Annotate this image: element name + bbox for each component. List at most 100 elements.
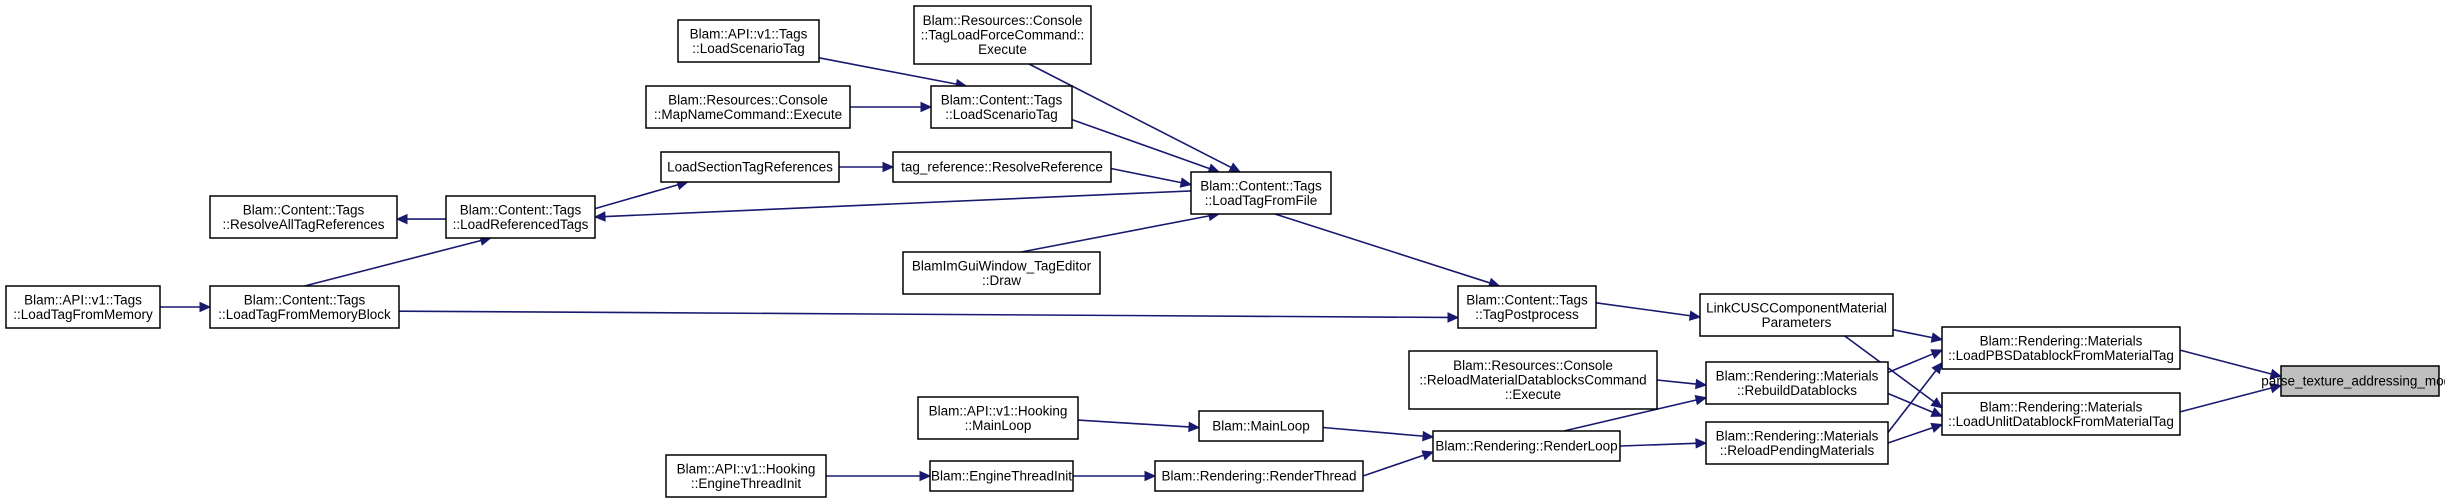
node-label: Blam::EngineThreadInit (931, 469, 1072, 484)
call-edge-rebuild-to-pbs (1887, 349, 1944, 374)
node-label: ::LoadTagFromMemory (13, 307, 153, 322)
call-edge-referenced-to-section (594, 179, 689, 210)
node-apifrommem[interactable]: Blam::API::v1::Tags::LoadTagFromMemory (5, 285, 161, 329)
call-edge-fromfile-to-referenced (593, 190, 1192, 222)
node-label: Blam::API::v1::Tags (690, 26, 808, 41)
node-label: Blam::MainLoop (1212, 419, 1310, 434)
node-frommemblock[interactable]: Blam::Content::Tags::LoadTagFromMemoryBl… (209, 285, 400, 329)
node-forcecmd[interactable]: Blam::Resources::Console::TagLoadForceCo… (913, 5, 1092, 65)
call-edge-apimainloop-to-mainloop (1077, 419, 1201, 433)
node-section[interactable]: LoadSectionTagReferences (660, 151, 840, 183)
call-edge-renderloop-to-reload (1619, 438, 1708, 449)
call-edge-pbs-to-parse (2179, 349, 2283, 379)
call-edge-imgui-to-fromfile (1021, 210, 1221, 253)
node-label: Blam::Rendering::Materials (1980, 333, 2143, 348)
node-reloadcmd[interactable]: Blam::Resources::Console::ReloadMaterial… (1408, 350, 1658, 410)
call-edge-referenced-to-resolveall (395, 213, 446, 225)
node-label: Blam::Content::Tags (1200, 178, 1322, 193)
node-label: Blam::Rendering::Materials (1716, 428, 1879, 443)
node-mapname[interactable]: Blam::Resources::Console::MapNameCommand… (645, 85, 851, 129)
node-imgui[interactable]: BlamImGuiWindow_TagEditor::Draw (902, 251, 1101, 295)
call-edge-reload-to-unlit (1887, 422, 1944, 444)
node-label: Blam::API::v1::Hooking (929, 403, 1068, 418)
node-label: ::LoadScenarioTag (945, 107, 1058, 122)
node-apiscenario[interactable]: Blam::API::v1::Tags::LoadScenarioTag (677, 19, 820, 63)
node-label: LoadSectionTagReferences (667, 160, 833, 175)
node-label: Blam::Content::Tags (460, 202, 582, 217)
node-label: ::LoadReferencedTags (453, 217, 589, 232)
call-edge-fromfile-to-postprocess (1274, 213, 1501, 288)
node-label: ::Draw (982, 273, 1021, 288)
node-label: BlamImGuiWindow_TagEditor (912, 258, 1092, 273)
node-label: parse_texture_addressing_mode (2261, 374, 2445, 389)
node-label: ::LoadUnlitDatablockFromMaterialTag (1948, 414, 2174, 429)
node-label: Blam::Content::Tags (941, 92, 1063, 107)
node-label: ::TagPostprocess (1475, 307, 1579, 322)
call-edge-threadinit-to-renderthread (1073, 470, 1157, 482)
call-edge-linkcus-to-unlit (1844, 335, 1943, 409)
call-edge-mapname-to-scenariotag (850, 101, 933, 113)
node-label: ::ResolveAllTagReferences (222, 217, 384, 232)
node-label: Blam::Resources::Console (1453, 358, 1613, 373)
node-resolveall[interactable]: Blam::Content::Tags::ResolveAllTagRefere… (209, 195, 398, 239)
node-label: Blam::Content::Tags (1466, 292, 1588, 307)
node-label: Blam::Content::Tags (244, 292, 366, 307)
node-label: ::Execute (1505, 387, 1561, 402)
node-reload[interactable]: Blam::Rendering::Materials::ReloadPendin… (1705, 421, 1889, 465)
call-edge-mainloop-to-renderloop (1322, 426, 1435, 442)
call-edge-postprocess-to-linkcus (1595, 302, 1702, 321)
call-edge-reloadcmd-to-rebuild (1656, 378, 1708, 390)
node-rebuild[interactable]: Blam::Rendering::Materials::RebuildDatab… (1705, 361, 1889, 405)
node-resolveref[interactable]: tag_reference::ResolveReference (892, 151, 1112, 183)
node-label: ::LoadTagFromFile (1205, 193, 1318, 208)
node-label: ::LoadPBSDatablockFromMaterialTag (1948, 348, 2174, 363)
node-label: Blam::Rendering::RenderLoop (1435, 439, 1617, 454)
node-apimainloop[interactable]: Blam::API::v1::Hooking::MainLoop (917, 396, 1079, 440)
call-edge-reload-to-pbs (1887, 361, 1943, 433)
call-edge-apithreadinit-to-threadinit (826, 470, 932, 482)
call-edge-linkcus-to-pbs (1892, 328, 1944, 343)
node-pbs[interactable]: Blam::Rendering::Materials::LoadPBSDatab… (1941, 326, 2181, 370)
node-label: Blam::Resources::Console (923, 13, 1083, 28)
node-label: LinkCUSCComponentMaterial (1706, 300, 1887, 315)
node-label: ::LoadScenarioTag (692, 41, 805, 56)
node-label: ::TagLoadForceCommand:: (921, 28, 1085, 43)
call-edge-apifrommem-to-frommemblock (160, 301, 212, 313)
node-threadinit[interactable]: Blam::EngineThreadInit (929, 460, 1074, 492)
node-label: Blam::Rendering::Materials (1980, 399, 2143, 414)
call-edge-unlit-to-parse (2179, 383, 2283, 413)
node-label: ::MapNameCommand::Execute (654, 107, 842, 122)
node-label: Blam::Content::Tags (243, 202, 365, 217)
node-unlit[interactable]: Blam::Rendering::Materials::LoadUnlitDat… (1941, 392, 2181, 436)
node-referenced[interactable]: Blam::Content::Tags::LoadReferencedTags (445, 195, 596, 239)
call-edge-renderloop-to-rebuild (1563, 394, 1708, 432)
call-edges (160, 57, 2283, 482)
node-label: Blam::Rendering::Materials (1716, 368, 1879, 383)
node-label: Blam::Rendering::RenderThread (1161, 469, 1356, 484)
node-label: tag_reference::ResolveReference (901, 160, 1103, 175)
node-apithreadinit[interactable]: Blam::API::v1::Hooking::EngineThreadInit (665, 454, 827, 498)
node-label: Execute (978, 42, 1027, 57)
node-parse[interactable]: parse_texture_addressing_mode (2261, 365, 2445, 397)
node-scenariotag[interactable]: Blam::Content::Tags::LoadScenarioTag (930, 85, 1073, 129)
node-label: ::RebuildDatablocks (1737, 383, 1857, 398)
node-label: Parameters (1762, 315, 1832, 330)
node-postprocess[interactable]: Blam::Content::Tags::TagPostprocess (1457, 285, 1597, 329)
node-renderloop[interactable]: Blam::Rendering::RenderLoop (1432, 430, 1621, 462)
node-mainloop[interactable]: Blam::MainLoop (1198, 410, 1324, 442)
call-edge-section-to-resolveref (839, 161, 895, 173)
call-nodes: parse_texture_addressing_modeBlam::Rende… (5, 5, 2445, 498)
call-edge-frommemblock-to-referenced (304, 235, 492, 287)
node-label: ::ReloadPendingMaterials (1720, 443, 1875, 458)
node-label: ::MainLoop (965, 418, 1032, 433)
node-label: ::EngineThreadInit (691, 476, 802, 491)
node-renderthread[interactable]: Blam::Rendering::RenderThread (1154, 460, 1364, 492)
node-label: Blam::Resources::Console (668, 92, 828, 107)
node-label: Blam::API::v1::Hooking (677, 461, 816, 476)
node-label: Blam::API::v1::Tags (24, 292, 142, 307)
call-edge-frommemblock-to-postprocess (398, 310, 1460, 323)
node-label: ::ReloadMaterialDatablocksCommand (1419, 373, 1646, 388)
node-fromfile[interactable]: Blam::Content::Tags::LoadTagFromFile (1190, 171, 1332, 215)
